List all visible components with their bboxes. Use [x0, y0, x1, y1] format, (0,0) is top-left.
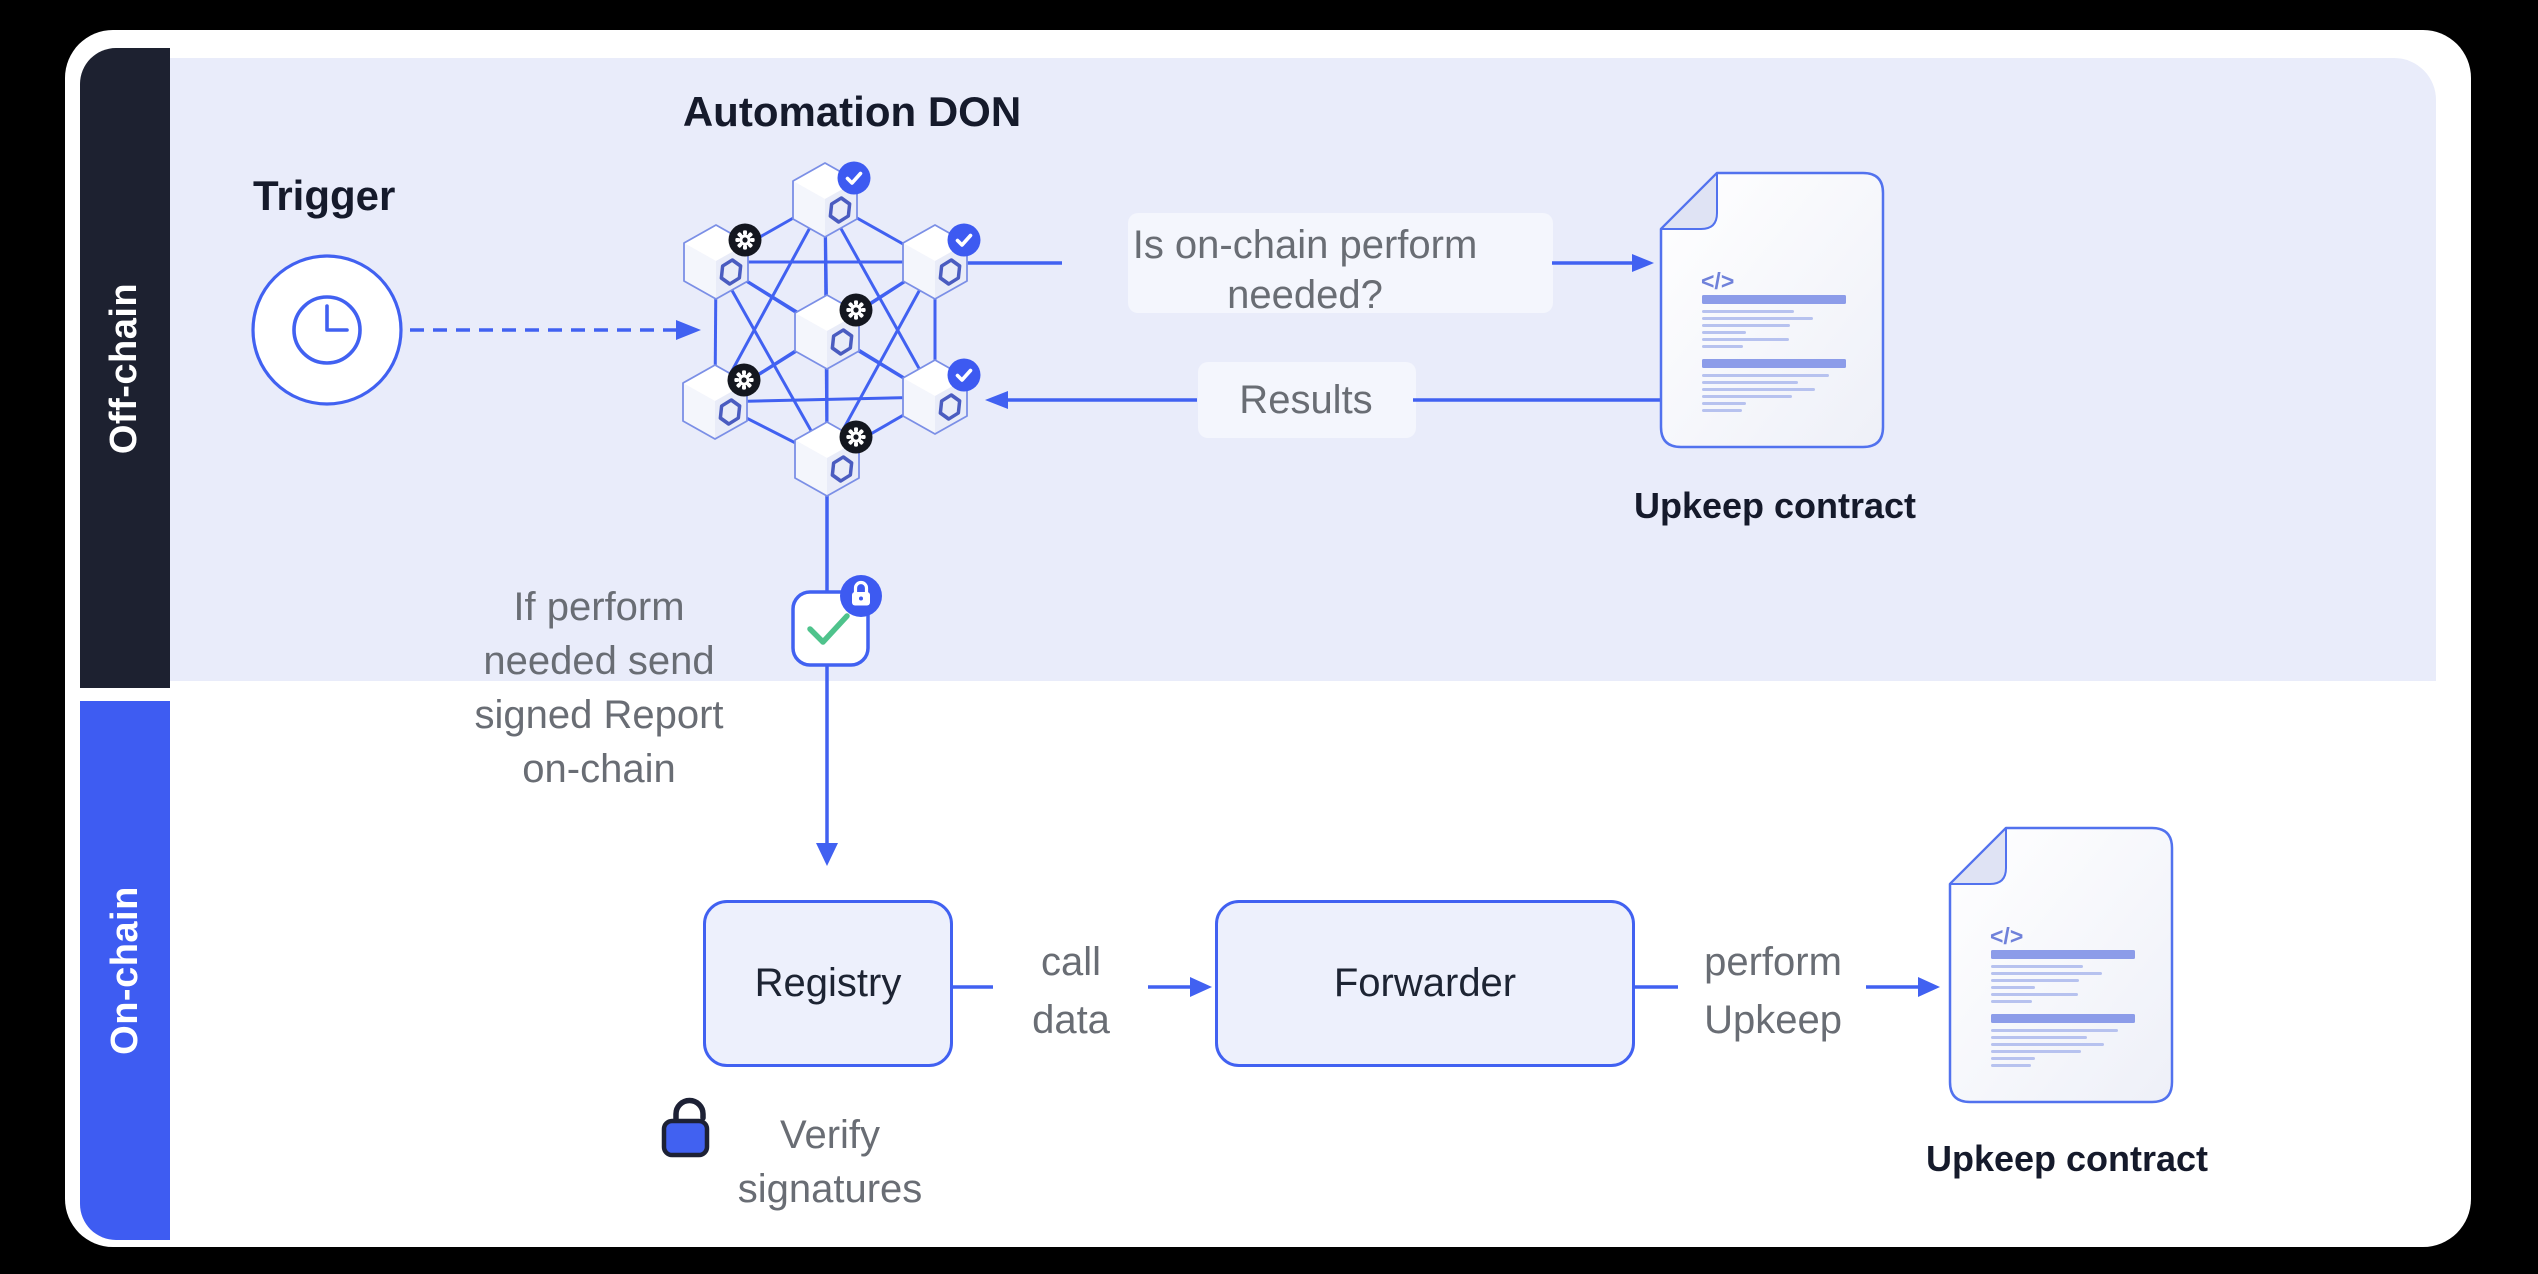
trigger-arrowhead-icon — [676, 320, 701, 340]
sidebar-offchain: Off-chain — [80, 48, 170, 688]
trigger-clock-icon — [251, 254, 403, 406]
call-data-label: call data — [1032, 940, 1110, 1042]
chainlink-logo-icon — [830, 455, 854, 483]
chainlink-logo-icon — [938, 258, 962, 286]
chainlink-logo-icon — [938, 393, 962, 421]
question-arrowhead-icon — [1632, 254, 1654, 272]
signed-report-check-icon — [791, 575, 882, 667]
results-arrowhead-icon — [985, 391, 1008, 409]
gear-badge-icon — [727, 363, 761, 397]
gear-badge-icon — [839, 420, 873, 454]
chainlink-logo-icon — [719, 258, 743, 286]
registry-label: Registry — [754, 961, 902, 1005]
chainlink-logo-icon — [830, 328, 854, 356]
upkeep-contract-label-top: Upkeep contract — [1633, 485, 1917, 526]
connector-lines — [410, 254, 1940, 997]
check-badge-icon — [837, 161, 871, 195]
perform-upkeep-label: perform Upkeep — [1704, 940, 1842, 1042]
upkeep-contract-label-bottom: Upkeep contract — [1925, 1138, 2209, 1179]
chainlink-logo-icon — [718, 398, 742, 426]
chainlink-logo-icon — [828, 196, 852, 224]
question-label: Is on-chain perform needed? — [1132, 223, 1478, 317]
don-mesh-nodes — [682, 161, 981, 497]
condition-label: If perform needed send signed Report on-… — [474, 585, 724, 791]
forwarder-box: Forwarder — [1215, 900, 1635, 1067]
check-badge-icon — [947, 223, 981, 257]
perform-arrowhead-icon — [1918, 977, 1940, 997]
code-icon: </> — [1990, 923, 2023, 949]
forwarder-label: Forwarder — [1333, 961, 1517, 1005]
calldata-arrowhead-icon — [1190, 977, 1212, 997]
report-arrowhead-icon — [816, 843, 838, 866]
trigger-label: Trigger — [253, 172, 396, 219]
gear-badge-icon — [839, 293, 873, 327]
results-backdrop — [1198, 362, 1416, 438]
upkeep-contract-doc-top: </> — [1659, 171, 1885, 449]
upkeep-documents: </> </> — [1659, 171, 2174, 1104]
code-icon: </> — [1701, 268, 1734, 294]
lock-badge-icon — [840, 575, 882, 617]
gear-badge-icon — [728, 223, 762, 257]
check-badge-icon — [947, 358, 981, 392]
unlock-icon — [661, 1097, 710, 1158]
upkeep-contract-doc-bottom: </> — [1948, 826, 2174, 1104]
question-backdrop — [1128, 213, 1553, 313]
results-label: Results — [1239, 378, 1373, 422]
sidebar-onchain: On-chain — [80, 701, 170, 1240]
registry-box: Registry — [703, 900, 953, 1067]
verify-signatures-label: Verify signatures — [737, 1113, 923, 1211]
automation-don-title: Automation DON — [682, 88, 1022, 135]
